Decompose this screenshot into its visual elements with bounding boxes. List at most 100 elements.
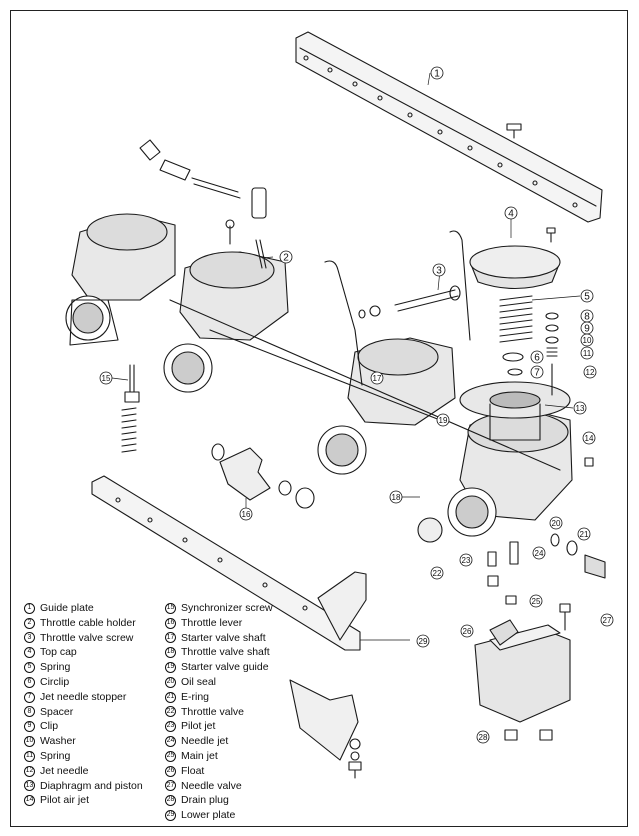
spring-drawing	[499, 295, 533, 343]
legend-number: 16	[165, 617, 176, 629]
diaphragm-piston-drawing	[459, 381, 571, 441]
legend-number: 22	[165, 706, 176, 718]
synchronizer-screw-drawing	[121, 364, 140, 453]
starter-hose-drawing	[324, 260, 363, 386]
legend-number: 13	[24, 780, 35, 792]
legend-label: Spring	[40, 661, 71, 674]
legend-label: Float	[181, 764, 205, 777]
needle-valve-drawing	[559, 603, 571, 631]
legend-label: Throttle valve	[181, 705, 245, 718]
legend-label: Lower plate	[181, 809, 236, 822]
svg-text:20: 20	[552, 519, 561, 528]
callout-9: 9	[580, 321, 594, 335]
callout-22: 22	[430, 566, 444, 580]
legend-number: 28	[165, 795, 176, 807]
legend-item: 25 Main jet	[165, 749, 273, 764]
legend-label: Throttle valve shaft	[181, 646, 270, 659]
callout-4: 4	[504, 206, 518, 220]
carburetor-2-drawing	[163, 251, 289, 393]
callout-23: 23	[459, 553, 473, 567]
callout-3: 3	[432, 263, 446, 277]
svg-text:26: 26	[463, 627, 472, 636]
callout-12: 12	[583, 365, 597, 379]
legend-number: 2	[24, 617, 35, 629]
circlip-drawing	[502, 352, 524, 376]
svg-text:25: 25	[532, 597, 541, 606]
legend-item: 28 Drain plug	[165, 793, 273, 808]
svg-text:28: 28	[479, 733, 488, 742]
legend-label: Throttle valve screw	[40, 631, 134, 644]
legend-number: 29	[165, 810, 176, 822]
diagram-frame	[10, 10, 628, 827]
legend-label: Starter valve shaft	[181, 631, 266, 644]
svg-text:5: 5	[584, 292, 590, 303]
svg-text:10: 10	[583, 336, 592, 345]
legend-label: Main jet	[181, 749, 218, 762]
legend-number: 12	[24, 765, 35, 777]
legend-number: 25	[165, 750, 176, 762]
starter-valve-shaft-drawing	[209, 329, 441, 421]
legend-item: 26 Float	[165, 764, 273, 779]
legend-item: 8 Spacer	[24, 705, 143, 720]
legend-number: 23	[165, 721, 176, 733]
legend-number: 9	[24, 721, 35, 733]
legend-number: 8	[24, 706, 35, 718]
svg-text:1: 1	[434, 69, 440, 80]
top-cap-drawing	[469, 245, 561, 289]
legend-number: 5	[24, 662, 35, 674]
legend-label: Spacer	[40, 705, 74, 718]
svg-text:29: 29	[419, 637, 428, 646]
legend-label: Clip	[40, 720, 59, 733]
legend-item: 5 Spring	[24, 660, 143, 675]
svg-text:27: 27	[603, 616, 612, 625]
callout-21: 21	[577, 527, 591, 541]
legend-label: Spring	[40, 749, 71, 762]
legend-number: 26	[165, 765, 176, 777]
callout-17: 17	[370, 371, 384, 385]
legend-item: 9 Clip	[24, 719, 143, 734]
e-ring-drawing	[550, 533, 606, 579]
carburetor-4-drawing	[447, 409, 573, 537]
carburetor-3-drawing	[317, 337, 456, 475]
legend-label: Washer	[40, 735, 76, 748]
svg-text:18: 18	[392, 493, 401, 502]
callout-16: 16	[239, 507, 253, 521]
callout-24: 24	[532, 546, 546, 560]
lower-plate-drawing	[91, 475, 367, 779]
legend-item: 22 Throttle valve	[165, 705, 273, 720]
svg-text:6: 6	[534, 353, 540, 364]
legend-number: 19	[165, 662, 176, 674]
legend-number: 6	[24, 676, 35, 688]
callout-27: 27	[600, 613, 614, 627]
svg-text:21: 21	[580, 530, 589, 539]
callout-29: 29	[416, 634, 430, 648]
callout-13: 13	[573, 401, 587, 415]
legend-number: 20	[165, 676, 176, 688]
legend-item: 2 Throttle cable holder	[24, 616, 143, 631]
legend-label: Synchronizer screw	[181, 602, 273, 614]
callout-8: 8	[580, 309, 594, 323]
legend-label: Drain plug	[181, 794, 229, 807]
float-drawing	[489, 619, 519, 646]
legend-number: 15	[165, 602, 176, 614]
legend-label: Throttle cable holder	[40, 616, 136, 629]
svg-text:4: 4	[508, 209, 514, 220]
legend-number: 24	[165, 736, 176, 748]
